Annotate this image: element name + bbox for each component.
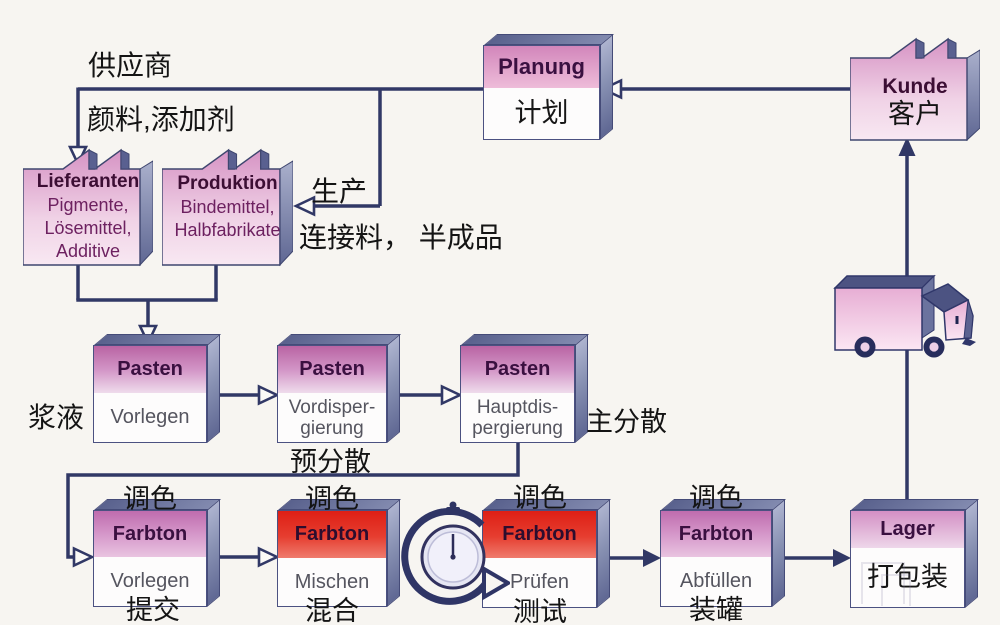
factory-icon	[162, 148, 293, 267]
caption-tint-3: 调色	[513, 483, 567, 513]
node-planung: Planung 计划	[483, 34, 615, 140]
label-supplier: 供应商	[88, 50, 173, 81]
box-side-face	[772, 499, 785, 607]
node-body-zh: 打包装	[867, 562, 948, 592]
arrowhead-right-mischen	[257, 546, 281, 568]
box-side-face	[207, 499, 220, 607]
caption-test-zh: 测试	[513, 597, 567, 625]
connector-kunde-to-planung	[599, 78, 850, 100]
node-title: Pasten	[461, 346, 574, 393]
node-body: Vorlegen	[110, 570, 190, 592]
node-title: Planung	[484, 46, 599, 88]
node-kunde: Kunde 客户	[850, 33, 980, 143]
node-title: Kunde	[882, 75, 948, 98]
node-body-line: Vordisper-	[288, 396, 376, 418]
node-line: Bindemittel,	[180, 197, 275, 217]
node-lieferanten: Lieferanten Pigmente, Lösemittel, Additi…	[23, 145, 153, 267]
node-line: Additive	[55, 241, 121, 261]
factory-icon	[23, 148, 153, 267]
caption-tint-2: 调色	[305, 484, 359, 514]
node-line: Halbfabrikate	[174, 220, 281, 240]
caption-hauptdispergierung-zh: 主分散	[586, 407, 667, 437]
node-pasten-vordispergierung: Pasten Vordisper- gierung	[277, 334, 402, 443]
node-title: Produktion	[177, 173, 278, 194]
node-produktion: Produktion Bindemittel, Halbfabrikate	[162, 145, 293, 267]
arrowhead-right-farbton-vorlegen	[72, 546, 96, 568]
node-pasten-vorlegen: Pasten Vorlegen	[93, 334, 222, 443]
node-line: Pigmente,	[47, 195, 129, 215]
node-body-line: gierung	[300, 417, 364, 439]
node-body: Vorlegen	[110, 406, 190, 428]
node-pasten-hauptdispergierung: Pasten Hauptdis- pergierung	[460, 334, 590, 443]
caption-tint-1: 调色	[123, 484, 177, 514]
label-binder: 连接料， 半成品	[299, 222, 503, 253]
connector-suppliers-to-pasten	[76, 265, 218, 347]
node-body: Prüfen	[510, 571, 569, 593]
label-production: 生产	[311, 176, 368, 207]
arrowhead-right-vordispergierung	[257, 384, 281, 406]
node-title: Farbton	[278, 511, 386, 558]
box-top-face	[94, 334, 222, 345]
truck-icon	[830, 272, 976, 360]
arrowhead-right-hauptdispergierung	[440, 384, 464, 406]
node-body-line: Hauptdis-	[476, 396, 559, 418]
node-title: Lieferanten	[36, 171, 140, 192]
node-body-line: pergierung	[472, 417, 563, 439]
node-title: Pasten	[94, 346, 206, 393]
node-title: Farbton	[94, 511, 206, 557]
label-materials: 颜料,添加剂	[87, 104, 235, 135]
box-side-face	[597, 499, 610, 608]
node-title: Pasten	[278, 346, 386, 393]
caption-fill-zh: 装罐	[689, 595, 743, 625]
node-body: Abfüllen	[679, 570, 753, 592]
box-side-face	[600, 34, 613, 140]
caption-mix-zh: 混合	[305, 596, 359, 625]
factory-icon	[850, 37, 980, 142]
node-line: Lösemittel,	[44, 218, 132, 238]
box-top-face	[278, 334, 402, 345]
node-lager: Lager 打包装	[850, 499, 980, 608]
packing-boxes-outline	[861, 562, 911, 606]
box-top-face	[484, 34, 615, 45]
stopwatch-icon	[398, 497, 512, 615]
node-farbton-abfuellen: Farbton Abfüllen	[660, 499, 787, 607]
node-title: Farbton	[661, 511, 771, 557]
node-body: Mischen	[294, 570, 370, 593]
caption-tint-4: 调色	[689, 483, 743, 513]
node-title: Lager	[851, 511, 964, 548]
label-paste: 浆液	[28, 402, 85, 433]
box-side-face	[207, 334, 220, 443]
arrowhead-right-lager	[833, 549, 851, 567]
box-side-face	[387, 334, 400, 443]
caption-vordispergierung-zh: 预分散	[290, 447, 371, 477]
caption-submit-zh: 提交	[126, 595, 180, 625]
node-subtitle-zh: 计划	[514, 98, 569, 128]
node-subtitle-zh: 客户	[888, 99, 942, 129]
box-top-face	[851, 499, 980, 510]
box-top-face	[461, 334, 590, 345]
arrowhead-right-abfuellen	[643, 549, 661, 567]
box-side-face	[965, 499, 978, 608]
